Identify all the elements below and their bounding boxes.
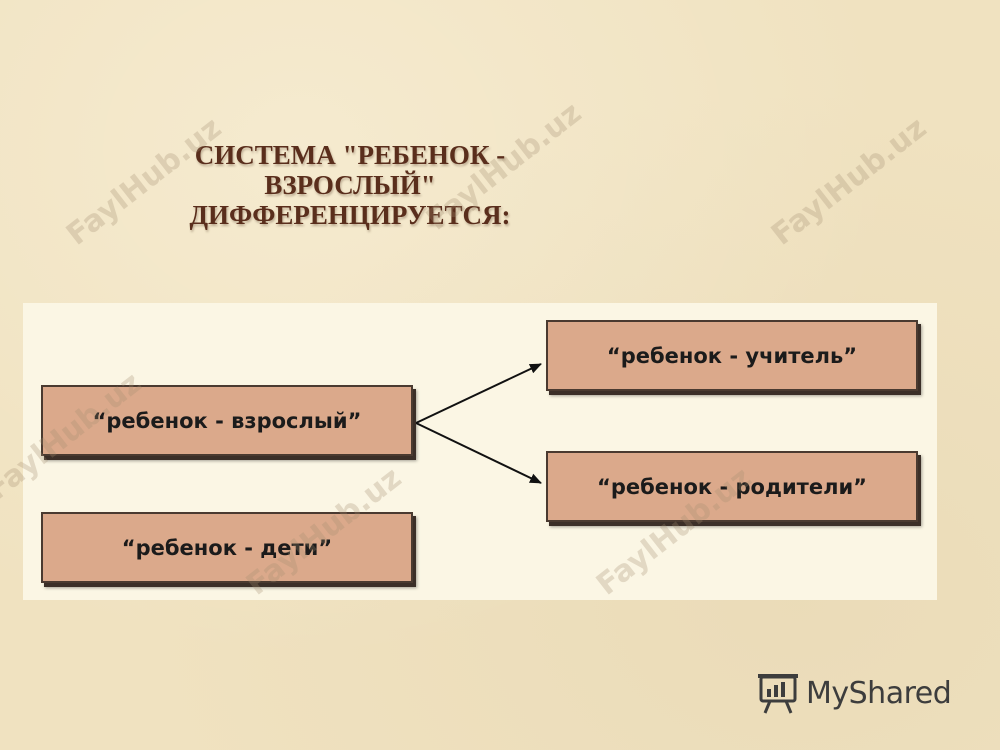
node-child-adult-label: “ребенок - взрослый”: [92, 408, 362, 433]
slide-title-line-3: ДИФФЕРЕНЦИРУЕТСЯ:: [189, 200, 511, 230]
node-child-teacher-label: “ребенок - учитель”: [606, 343, 858, 368]
node-child-adult: “ребенок - взрослый”: [41, 385, 413, 456]
node-child-parents: “ребенок - родители”: [546, 451, 918, 522]
myshared-logo[interactable]: MyShared: [758, 668, 952, 718]
node-child-children: “ребенок - дети”: [41, 512, 413, 583]
node-child-children-label: “ребенок - дети”: [121, 535, 333, 560]
presentation-board-icon: [758, 674, 798, 714]
node-child-teacher: “ребенок - учитель”: [546, 320, 918, 391]
node-child-parents-label: “ребенок - родители”: [597, 474, 867, 499]
slide-title-line-1: СИСТЕМА "РЕБЕНОК -: [194, 140, 506, 170]
slide-title-line-2: ВЗРОСЛЫЙ": [264, 170, 436, 200]
slide-title: СИСТЕМА "РЕБЕНОК - ВЗРОСЛЫЙ" ДИФФЕРЕНЦИР…: [140, 140, 560, 230]
logo-text: MyShared: [806, 675, 952, 711]
